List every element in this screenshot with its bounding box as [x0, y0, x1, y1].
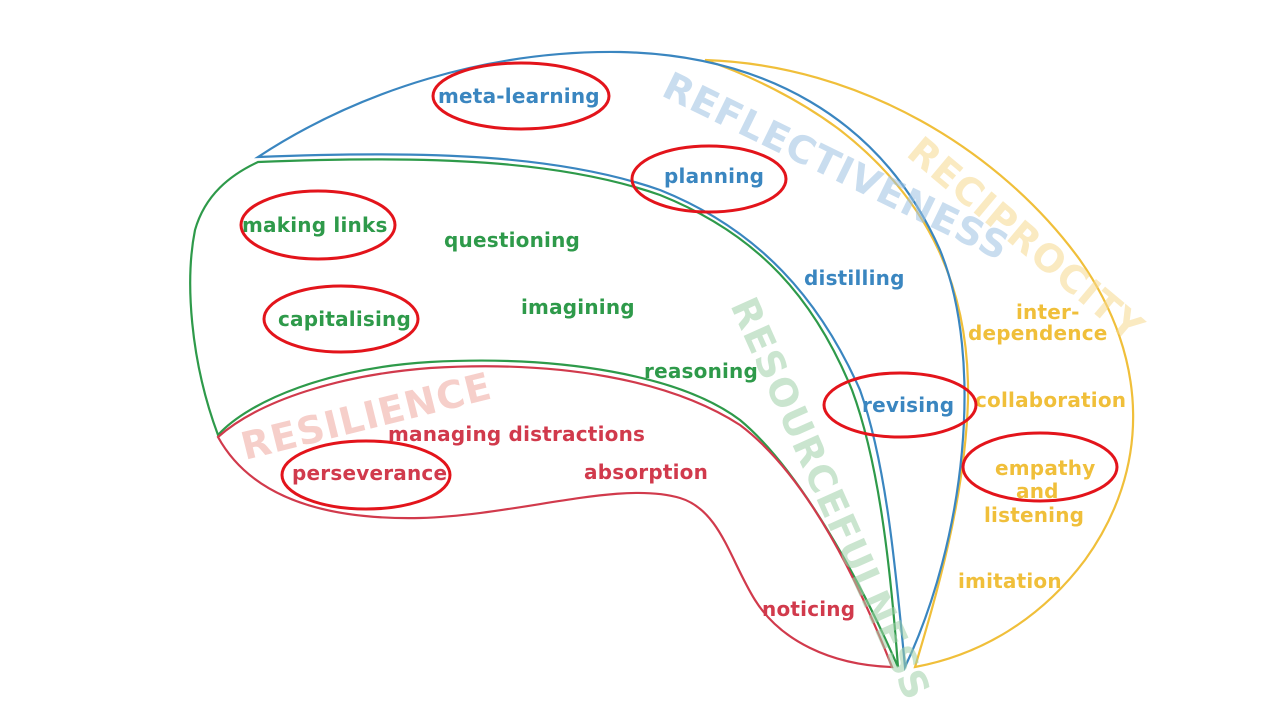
- reasoning-label: reasoning: [644, 359, 758, 383]
- highlight-planning: [630, 144, 788, 214]
- imagining-label: imagining: [521, 295, 635, 319]
- resilience-heading: RESILIENCE: [237, 364, 497, 469]
- reciprocity-outline: [704, 58, 1135, 669]
- reflectiveness-outline: [254, 50, 966, 672]
- questioning-label: questioning: [444, 228, 580, 252]
- capitalising-label: capitalising: [278, 307, 411, 331]
- highlight-meta-learning: [431, 61, 611, 131]
- making-links-label: making links: [242, 213, 388, 237]
- imitation-label: imitation: [958, 569, 1062, 593]
- resourcefulness-heading: RESOURCEFULNESS: [722, 291, 939, 707]
- managing-distractions-label: managing distractions: [388, 422, 645, 446]
- empathy-label-line3: listening: [984, 503, 1084, 527]
- interdependence-label-line1: inter-: [1016, 300, 1080, 324]
- meta-learning-label: meta-learning: [438, 84, 600, 108]
- perseverance-label: perseverance: [292, 461, 447, 485]
- distilling-label: distilling: [804, 266, 905, 290]
- empathy-label-line1: empathy: [995, 456, 1095, 480]
- collaboration-label: collaboration: [975, 388, 1126, 412]
- revising-label: revising: [862, 393, 954, 417]
- highlight-perseverance: [280, 439, 452, 511]
- highlight-empathy: [961, 431, 1119, 503]
- absorption-label: absorption: [584, 460, 708, 484]
- highlight-capitalising: [262, 284, 420, 354]
- highlight-revising: [822, 371, 978, 439]
- interdependence-label-line2: dependence: [968, 321, 1108, 345]
- highlight-making-links: [239, 189, 397, 261]
- noticing-label: noticing: [762, 597, 855, 621]
- resilience-outline: [216, 365, 894, 669]
- planning-label: planning: [664, 164, 764, 188]
